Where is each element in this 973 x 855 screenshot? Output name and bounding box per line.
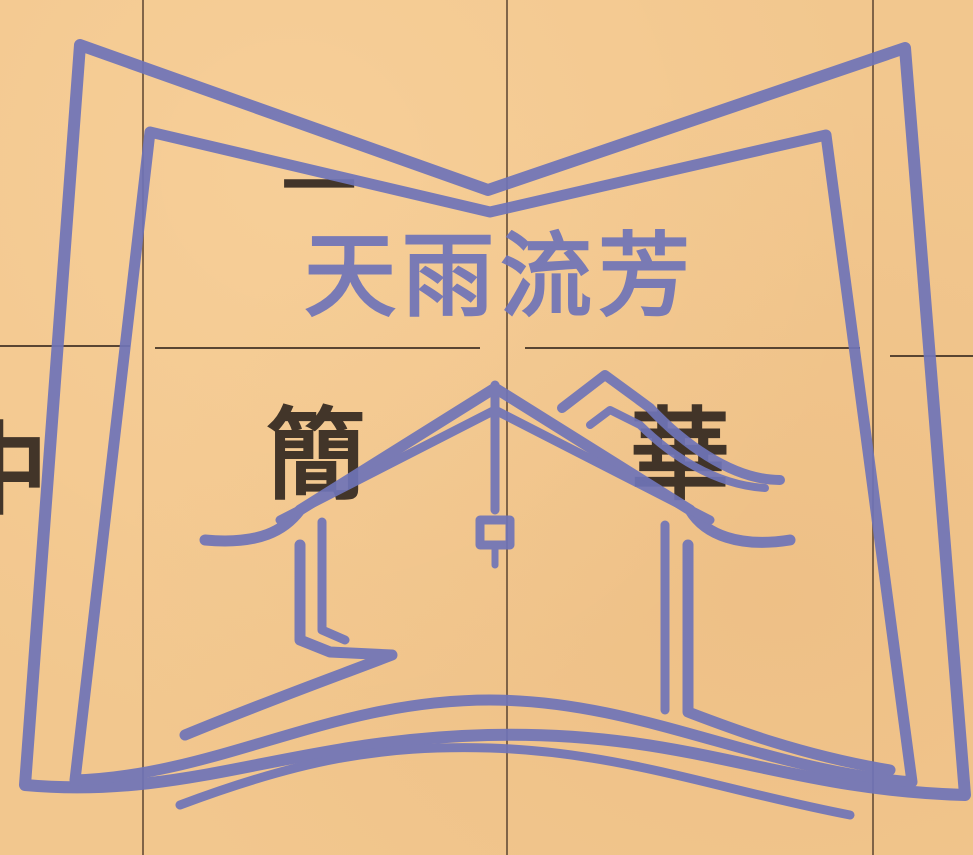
column-rule <box>872 0 874 855</box>
house-left-wall-inner <box>317 517 350 645</box>
row-rule <box>155 347 480 349</box>
house-upper-eave-inner <box>586 406 769 492</box>
column-rule <box>142 0 144 855</box>
house-upper-eave <box>557 370 785 485</box>
house-left-wall <box>179 539 398 741</box>
seal-inscription: 天雨流芳 <box>303 222 696 330</box>
book-page-curl <box>175 743 855 820</box>
column-rule <box>506 0 508 855</box>
house-ridge-ornament <box>475 380 515 550</box>
house-right-wall <box>682 539 896 776</box>
row-rule <box>525 347 860 349</box>
row-rule <box>0 345 130 347</box>
book-inner-outline <box>69 126 918 788</box>
book-outer-outline <box>19 39 971 801</box>
